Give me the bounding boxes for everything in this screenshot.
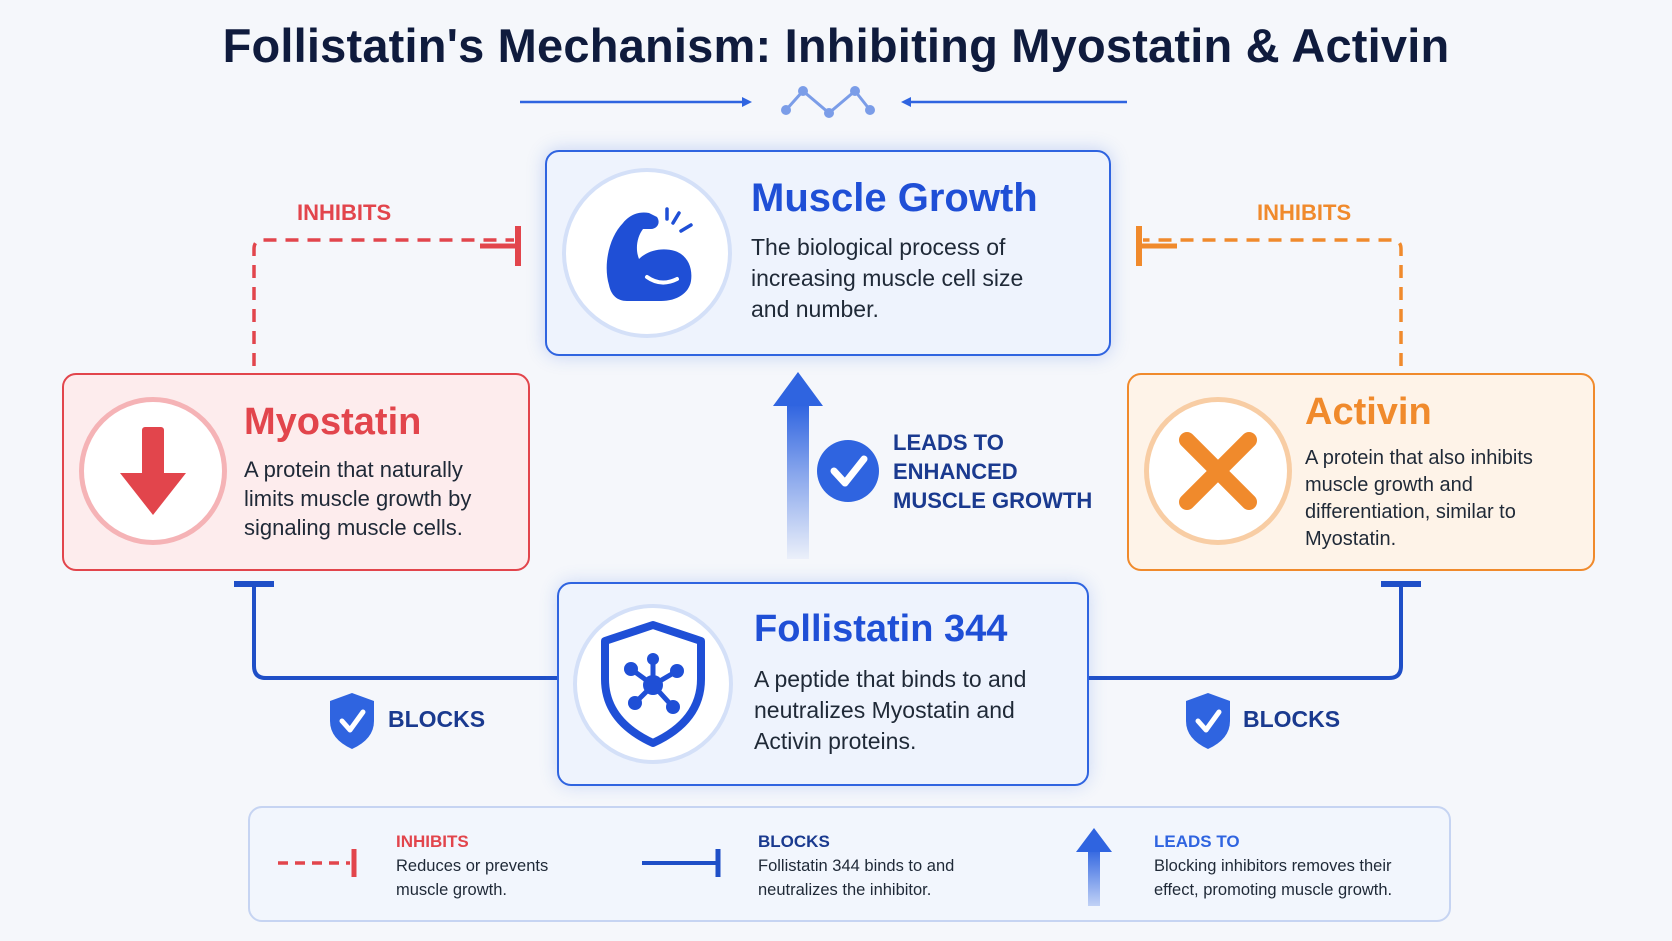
dashed-inhibit-line-icon [278, 849, 357, 877]
activin-icon-badge [1144, 397, 1292, 545]
myostatin-inhibits-label: INHIBITS [297, 200, 392, 225]
muscle-growth-heading: Muscle Growth [751, 176, 1038, 220]
follistatin-icon-badge [573, 604, 733, 764]
x-mark-icon [1179, 432, 1257, 510]
molecule-shield-icon [601, 621, 705, 747]
blocks-myostatin-label: BLOCKS [388, 706, 486, 732]
legend-inhibits-title: INHIBITS [396, 832, 469, 851]
activin-heading: Activin [1305, 391, 1432, 433]
legend-leads-to-description: Blocking inhibitors removes their effect… [1154, 857, 1393, 899]
blocks-myostatin-connector [234, 581, 557, 680]
muscle-growth-description: The biological process of increasing mus… [751, 234, 1024, 322]
solid-block-line-icon [642, 849, 721, 877]
up-arrow-icon [1076, 828, 1112, 906]
title-ornament [520, 86, 1127, 118]
leads-to-label: LEADS TO ENHANCED MUSCLE GROWTH [893, 430, 1093, 513]
muscle-growth-card: Muscle Growth The biological process of … [545, 150, 1111, 356]
activin-inhibits-label: INHIBITS [1257, 200, 1352, 225]
follistatin-heading: Follistatin 344 [754, 608, 1008, 650]
myostatin-description: A protein that naturally limits muscle g… [244, 457, 472, 540]
leads-to-arrow [773, 372, 823, 559]
activin-description: A protein that also inhibits muscle grow… [1305, 447, 1533, 550]
activin-card: Activin A protein that also inhibits mus… [1127, 373, 1595, 571]
blocks-activin-label: BLOCKS [1243, 706, 1341, 732]
myostatin-inhibits-connector [252, 226, 521, 366]
myostatin-icon-badge [79, 397, 227, 545]
page-title: Follistatin's Mechanism: Inhibiting Myos… [222, 19, 1450, 72]
blocks-shield-icon [330, 693, 374, 749]
follistatin-description: A peptide that binds to and neutralizes … [754, 666, 1027, 754]
down-arrow-icon [120, 427, 186, 515]
muscle-growth-icon-badge [562, 168, 732, 338]
legend-blocks-description: Follistatin 344 binds to and neutralizes… [758, 857, 955, 899]
legend-blocks-title: BLOCKS [758, 832, 830, 851]
activin-inhibits-connector [1136, 226, 1403, 366]
leads-to-check-icon [817, 440, 879, 502]
follistatin-card: Follistatin 344 A peptide that binds to … [557, 582, 1089, 786]
legend: INHIBITS Reduces or prevents muscle grow… [248, 806, 1451, 922]
blocks-activin-connector [1089, 581, 1421, 680]
legend-leads-to-title: LEADS TO [1154, 832, 1240, 851]
flexed-bicep-icon [606, 207, 693, 301]
blocks-shield-icon [1186, 693, 1230, 749]
legend-inhibits-description: Reduces or prevents muscle growth. [396, 857, 549, 899]
myostatin-heading: Myostatin [244, 401, 422, 443]
myostatin-card: Myostatin A protein that naturally limit… [62, 373, 530, 571]
